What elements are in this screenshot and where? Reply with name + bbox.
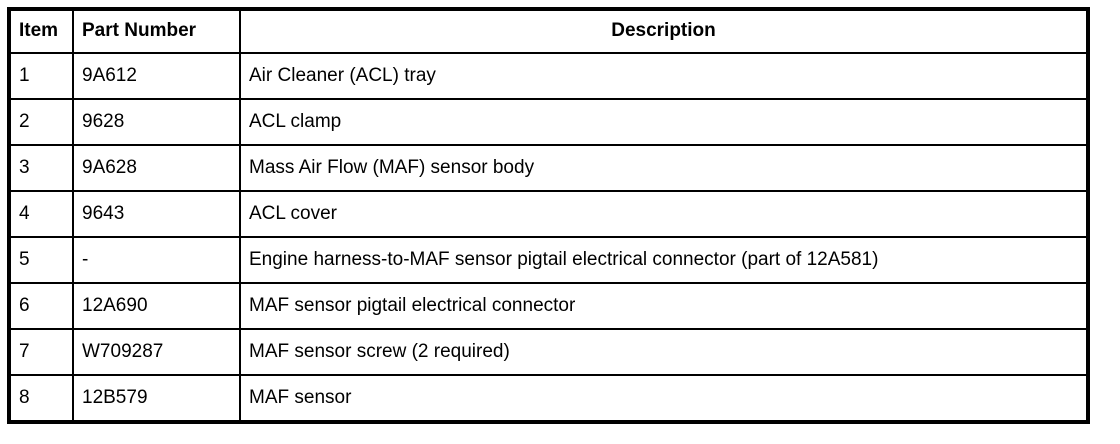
cell-description: Mass Air Flow (MAF) sensor body bbox=[239, 144, 1089, 192]
cell-description: MAF sensor screw (2 required) bbox=[239, 328, 1089, 376]
cell-part-number: 12B579 bbox=[72, 374, 241, 423]
cell-part-number: 12A690 bbox=[72, 282, 241, 330]
cell-item: 6 bbox=[8, 282, 74, 330]
cell-item: 7 bbox=[8, 328, 74, 376]
cell-description: MAF sensor bbox=[239, 374, 1089, 423]
table-row: 5-Engine harness-to-MAF sensor pigtail e… bbox=[8, 236, 1089, 284]
column-header-description: Description bbox=[239, 8, 1089, 54]
cell-description: ACL clamp bbox=[239, 98, 1089, 146]
cell-description: Engine harness-to-MAF sensor pigtail ele… bbox=[239, 236, 1089, 284]
cell-description: ACL cover bbox=[239, 190, 1089, 238]
cell-item: 1 bbox=[8, 52, 74, 100]
cell-part-number: 9A628 bbox=[72, 144, 241, 192]
cell-item: 3 bbox=[8, 144, 74, 192]
cell-item: 5 bbox=[8, 236, 74, 284]
cell-part-number: W709287 bbox=[72, 328, 241, 376]
cell-item: 4 bbox=[8, 190, 74, 238]
cell-part-number: 9628 bbox=[72, 98, 241, 146]
parts-table-header: Item Part Number Description bbox=[8, 8, 1089, 54]
cell-part-number: - bbox=[72, 236, 241, 284]
cell-item: 2 bbox=[8, 98, 74, 146]
column-header-item: Item bbox=[8, 8, 74, 54]
header-row: Item Part Number Description bbox=[8, 8, 1089, 54]
column-header-part-number: Part Number bbox=[72, 8, 241, 54]
cell-description: MAF sensor pigtail electrical connector bbox=[239, 282, 1089, 330]
cell-description: Air Cleaner (ACL) tray bbox=[239, 52, 1089, 100]
cell-item: 8 bbox=[8, 374, 74, 423]
cell-part-number: 9A612 bbox=[72, 52, 241, 100]
cell-part-number: 9643 bbox=[72, 190, 241, 238]
